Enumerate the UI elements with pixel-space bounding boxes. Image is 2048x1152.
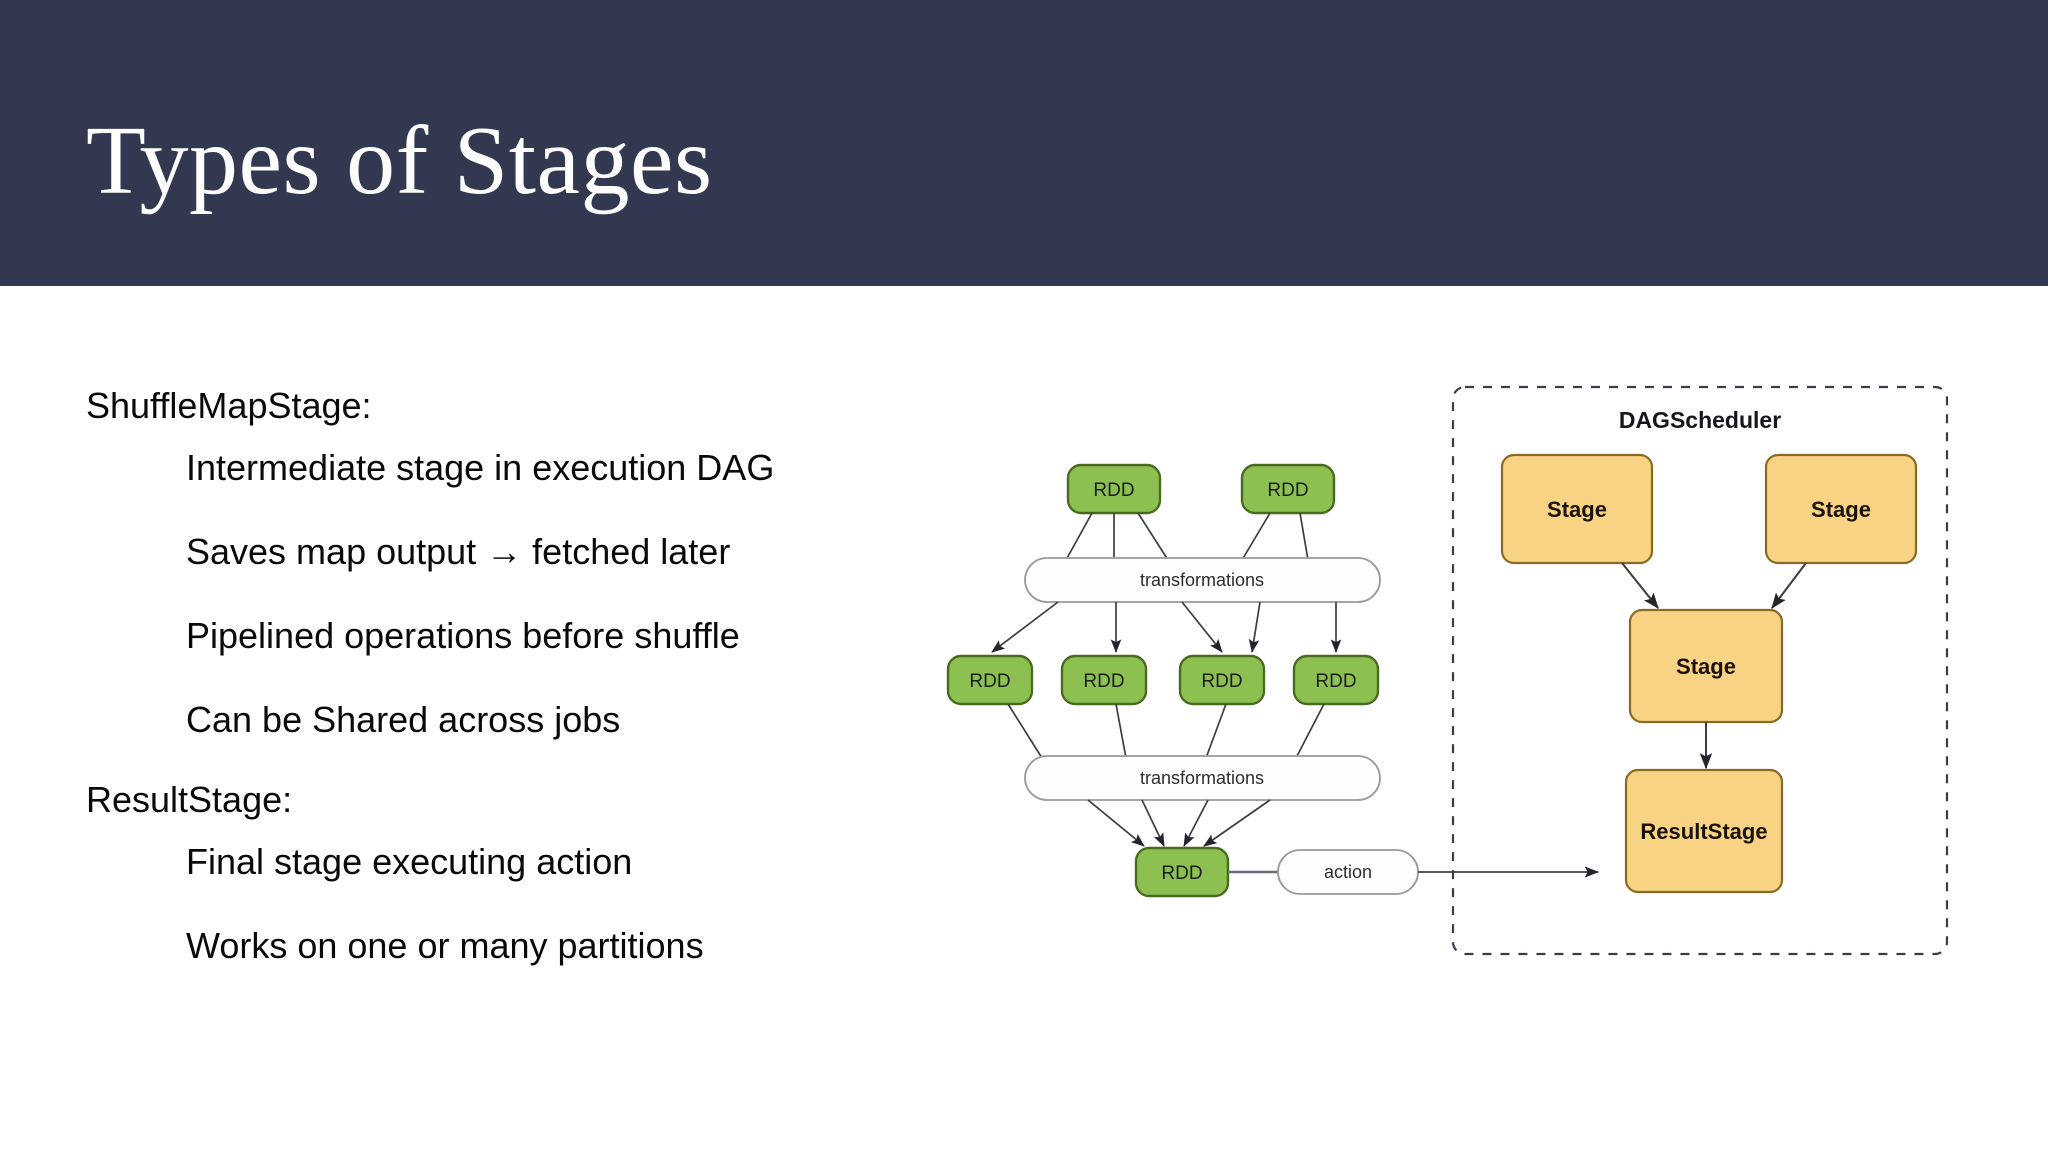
bullet-works-on-partitions: Works on one or many partitions [186, 925, 704, 966]
rdd-label: RDD [1093, 480, 1134, 501]
edges-row1-to-transformations [1065, 512, 1309, 561]
page-title: Types of Stages [86, 107, 713, 215]
action-label: action [1324, 862, 1372, 882]
rdd-label: RDD [1201, 671, 1242, 692]
edges-transformations-to-row2 [991, 601, 1342, 654]
dagscheduler-container [1451, 385, 1949, 956]
rdd-label: RDD [1267, 480, 1308, 501]
rdd-label: RDD [1083, 671, 1124, 692]
rdd-label: RDD [969, 671, 1010, 692]
rdd-node-r1-c1[interactable]: RDD [1066, 463, 1162, 515]
edges-row2-to-transformations [1007, 703, 1325, 759]
stage-label: Stage [1676, 654, 1736, 679]
rdd-node-r3-c1[interactable]: RDD [1134, 846, 1230, 898]
rdd-label: RDD [1161, 863, 1202, 884]
edges-stages-to-middle-stage [1621, 562, 1807, 609]
rdd-node-r1-c2[interactable]: RDD [1240, 463, 1336, 515]
dagscheduler-label: DAGScheduler [1619, 407, 1781, 433]
result-stage-node[interactable]: ResultStage [1624, 768, 1784, 894]
bullet-intermediate-stage: Intermediate stage in execution DAG [186, 447, 775, 488]
transformations-pill-2[interactable]: transformations [1024, 755, 1381, 801]
slide-header-banner: Types of Stages [0, 0, 2048, 286]
transformations-label: transformations [1140, 768, 1264, 788]
stage-node-middle[interactable]: Stage [1628, 608, 1784, 724]
rdd-node-r2-c3[interactable]: RDD [1178, 654, 1266, 706]
bullet-can-be-shared: Can be Shared across jobs [186, 699, 621, 740]
bullet-final-stage: Final stage executing action [186, 841, 633, 882]
transformations-pill-1[interactable]: transformations [1024, 557, 1381, 603]
spark-dag-diagram: RDD RDD transformations RDD RDD RDD [930, 360, 1970, 980]
rdd-label: RDD [1315, 671, 1356, 692]
rdd-node-r2-c4[interactable]: RDD [1292, 654, 1380, 706]
edges-transformations-to-row3 [1087, 799, 1271, 847]
rdd-node-r2-c2[interactable]: RDD [1060, 654, 1148, 706]
result-stage-label: ResultStage [1640, 819, 1767, 844]
transformations-label: transformations [1140, 570, 1264, 590]
section-heading-resultstage: ResultStage: [86, 779, 293, 820]
rdd-node-r2-c1[interactable]: RDD [946, 654, 1034, 706]
section-heading-shufflemapstage: ShuffleMapStage: [86, 385, 372, 426]
slide-body-text: ShuffleMapStage: Intermediate stage in e… [86, 388, 906, 964]
stage-node-top-left[interactable]: Stage [1500, 453, 1654, 565]
bullet-pipelined-operations: Pipelined operations before shuffle [186, 615, 740, 656]
stage-node-top-right[interactable]: Stage [1764, 453, 1918, 565]
section-spacer [86, 738, 906, 782]
action-pill[interactable]: action [1277, 849, 1419, 895]
stage-label: Stage [1811, 497, 1871, 522]
stage-label: Stage [1547, 497, 1607, 522]
bullet-saves-map-output: Saves map output → fetched later [186, 531, 731, 572]
